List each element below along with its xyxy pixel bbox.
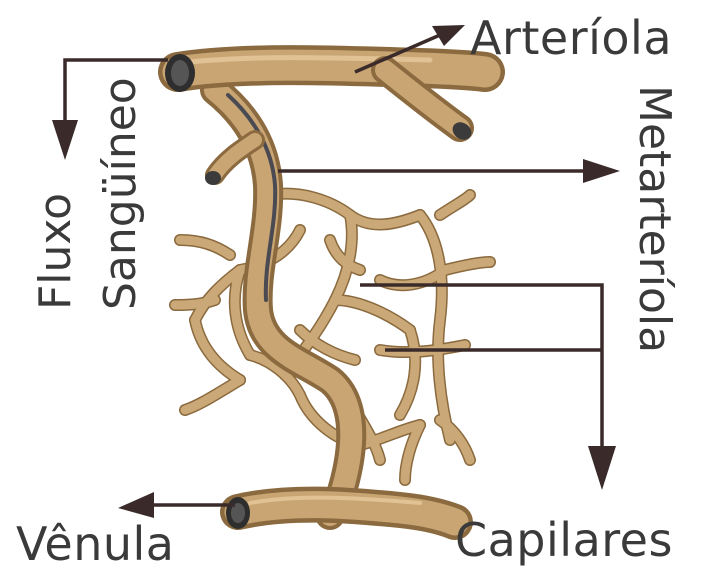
capillary-network xyxy=(175,194,490,480)
label-capillaries: Capilares xyxy=(455,513,673,567)
label-arteriole: Arteríola xyxy=(470,11,672,65)
venule-arrowhead xyxy=(118,492,154,518)
label-venule: Vênula xyxy=(16,517,174,571)
label-flow-line1: Fluxo xyxy=(30,193,81,310)
metarteriole-arrowhead xyxy=(583,159,620,183)
capillaries-arrowhead xyxy=(588,446,616,490)
label-metarteriole: Metarteríola xyxy=(629,85,680,353)
capillaries-pointer-upper xyxy=(360,285,602,450)
blood-flow-arrowhead xyxy=(52,120,78,160)
label-flow-line2: Sangüíneo xyxy=(95,77,146,310)
